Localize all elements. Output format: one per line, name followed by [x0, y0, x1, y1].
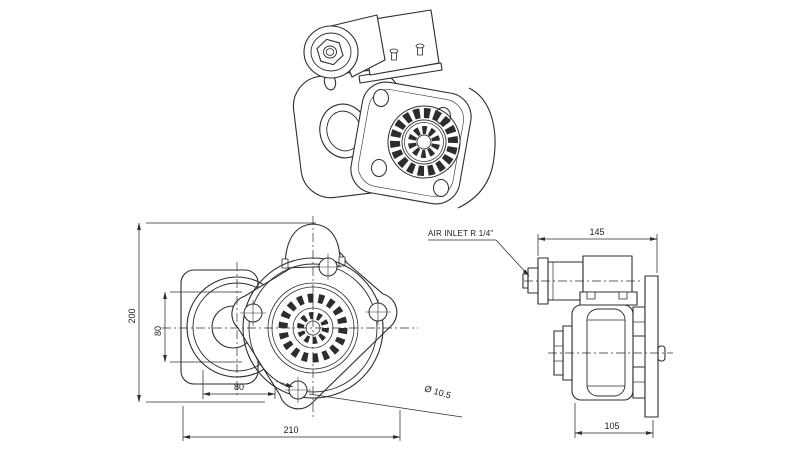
dim-flange-width: 80	[202, 370, 276, 399]
front-flange-holes	[240, 254, 391, 403]
front-dome-bolt-right	[338, 256, 346, 267]
dim-flange-height-label: 80	[153, 326, 163, 336]
iso-flange-depth-edge	[457, 87, 496, 209]
iso-flange-holes	[371, 89, 451, 197]
dim-overall-height: 200	[127, 222, 316, 403]
air-inlet-annotation: AIR INLET R 1/4"	[428, 229, 530, 277]
dim-overall-height-label: 200	[127, 308, 137, 323]
iso-gear	[387, 105, 461, 179]
side-air-assembly	[522, 255, 638, 306]
air-inlet-label: AIR INLET R 1/4"	[428, 229, 493, 238]
dim-overall-width: 210	[182, 406, 401, 441]
dim-body-length: 105	[574, 403, 654, 438]
front-centerlines	[162, 216, 418, 420]
dim-overall-width-label: 210	[283, 425, 298, 435]
front-view: 200 80 80 210	[127, 216, 463, 441]
dim-body-length-label: 105	[604, 421, 619, 431]
iso-bolt-studs	[389, 43, 425, 61]
dim-overall-length-label: 145	[589, 227, 604, 237]
dim-flange-width-label: 80	[234, 382, 244, 392]
front-main-flange	[231, 247, 398, 410]
dim-hole-diameter-label: Ø 10.5	[423, 383, 452, 400]
side-dimensions: 145 105 AIR INLET R 1/4"	[428, 227, 658, 438]
side-centerlines	[524, 280, 673, 354]
side-gearbox-body	[571, 304, 634, 401]
dim-flange-height: 80	[153, 291, 242, 363]
isometric-view	[292, 9, 496, 209]
dim-overall-length: 145	[537, 227, 658, 273]
side-view: 145 105 AIR INLET R 1/4"	[428, 227, 673, 438]
side-flange-plate	[632, 275, 666, 418]
